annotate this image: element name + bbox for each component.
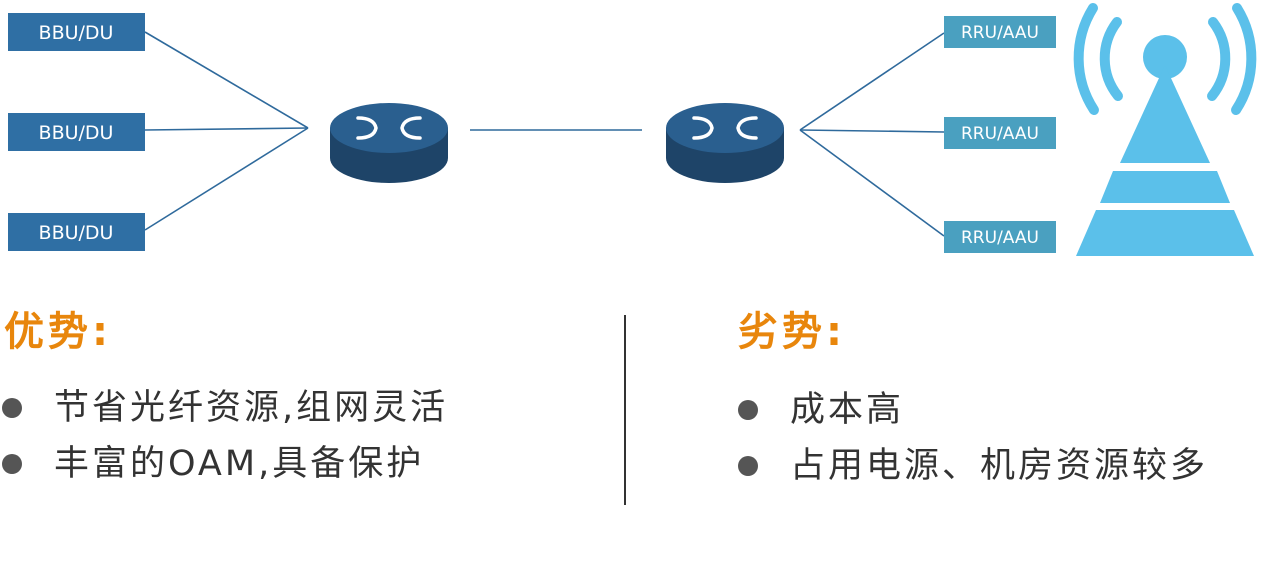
antenna-tower-icon (1076, 35, 1254, 256)
bullet-dot-icon (2, 398, 22, 418)
advantage-text: 丰富的OAM,具备保护 (54, 444, 425, 484)
router-icon (666, 103, 784, 183)
divider (624, 315, 626, 505)
disadvantages-heading: 劣势: (738, 309, 846, 355)
link-rru-1 (799, 32, 945, 131)
bullet-dot-icon (2, 454, 22, 474)
bbu-box-1: BBU/DU (8, 13, 145, 51)
link-bbu-2 (144, 127, 309, 131)
rru-box-1: RRU/AAU (944, 16, 1056, 48)
rru-box-3: RRU/AAU (944, 221, 1056, 253)
link-bbu-3 (144, 127, 309, 231)
disadvantage-text: 成本高 (790, 390, 905, 430)
network-diagram: BBU/DU BBU/DU BBU/DU RRU/AAU RRU/AAU RRU… (8, 3, 1257, 256)
rru-box-2: RRU/AAU (944, 117, 1056, 149)
connection-lines (144, 31, 945, 237)
radio-wave-icon (1073, 3, 1257, 115)
link-rru-2 (799, 129, 945, 133)
bbu-box-2: BBU/DU (8, 113, 145, 151)
link-rru-3 (799, 129, 945, 237)
advantage-text: 节省光纤资源,组网灵活 (54, 388, 449, 428)
rru-label: RRU/AAU (961, 124, 1039, 144)
bbu-box-3: BBU/DU (8, 213, 145, 251)
bbu-label: BBU/DU (39, 22, 114, 44)
bullet-dot-icon (738, 456, 758, 476)
bbu-label: BBU/DU (39, 222, 114, 244)
bbu-label: BBU/DU (39, 122, 114, 144)
router-icon (330, 103, 448, 183)
rru-label: RRU/AAU (961, 23, 1039, 43)
link-bbu-1 (144, 31, 309, 129)
rru-label: RRU/AAU (961, 228, 1039, 248)
disadvantage-text: 占用电源、机房资源较多 (790, 446, 1209, 486)
bullet-dot-icon (738, 400, 758, 420)
advantages-heading: 优势: (4, 309, 112, 355)
